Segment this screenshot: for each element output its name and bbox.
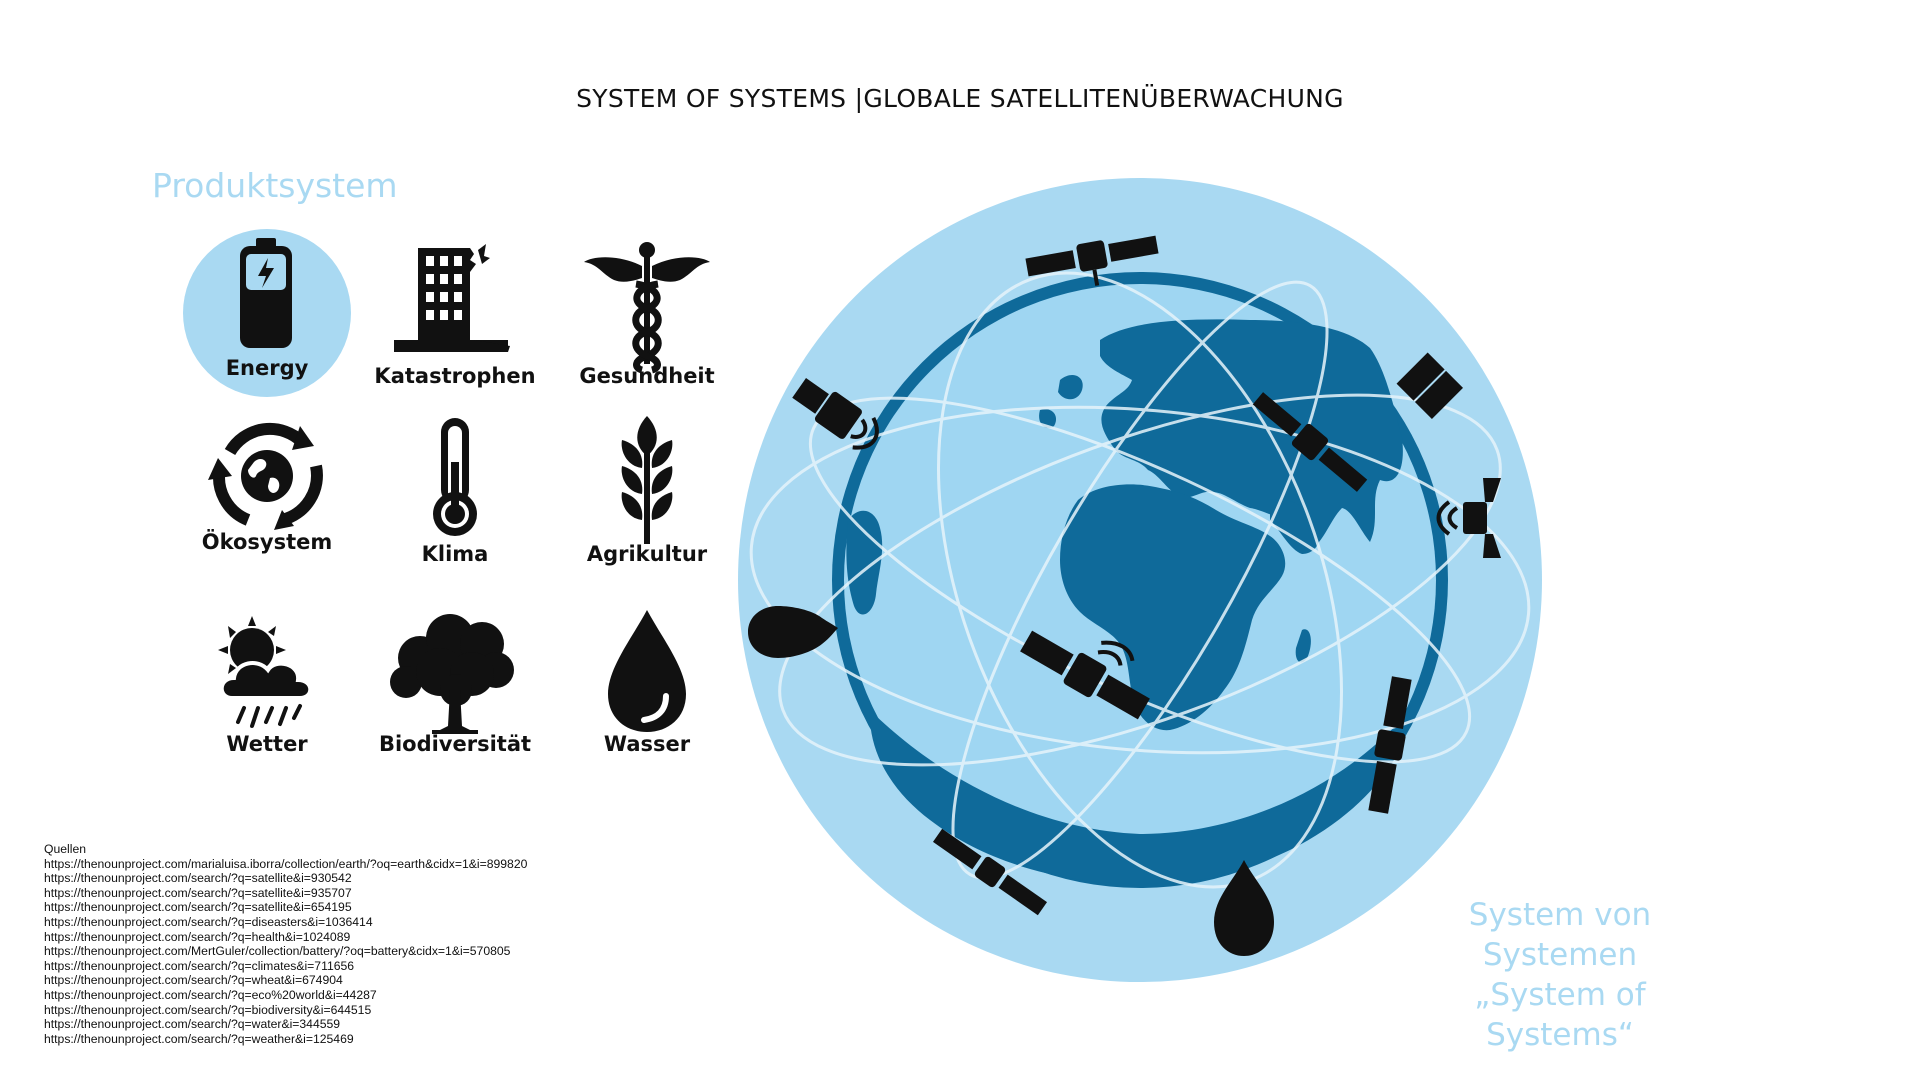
- tile-klima: Klima: [370, 406, 540, 576]
- source-line: https://thenounproject.com/search/?q=sat…: [44, 871, 352, 886]
- satellite-icon: [1025, 235, 1159, 286]
- earth-recycle-icon: [208, 422, 323, 530]
- wheat-icon: [621, 416, 673, 544]
- tile-oekosystem: Ökosystem: [182, 406, 352, 576]
- satellite-icon: [1396, 352, 1464, 420]
- source-line: https://thenounproject.com/search/?q=eco…: [44, 987, 377, 1002]
- satellite-icon: [792, 378, 879, 450]
- source-line: https://thenounproject.com/search/?q=sat…: [44, 885, 352, 900]
- satellite-icon: [932, 828, 1048, 916]
- tile-label-energy: Energy: [225, 356, 309, 380]
- source-line: https://thenounproject.com/search/?q=wat…: [44, 1017, 341, 1032]
- satellite-icon: [1368, 676, 1412, 814]
- tile-label-wasser: Wasser: [603, 732, 691, 756]
- source-line: https://thenounproject.com/search/?q=cli…: [44, 958, 355, 973]
- source-line: https://thenounproject.com/search/?q=hea…: [44, 929, 351, 944]
- tile-wetter: Wetter: [182, 598, 352, 768]
- sources-list: Quellen https://thenounproject.com/maria…: [44, 842, 664, 1046]
- source-line: https://thenounproject.com/search/?q=dis…: [44, 914, 373, 929]
- source-line: https://thenounproject.com/search/?q=whe…: [44, 973, 343, 988]
- tile-energy: Energy: [182, 228, 352, 398]
- tile-wasser: Wasser: [562, 598, 732, 768]
- source-line: https://thenounproject.com/search/?q=bio…: [44, 1002, 372, 1017]
- tile-gesundheit: Gesundheit: [562, 228, 732, 398]
- thermometer-icon: [433, 418, 477, 536]
- tile-label-gesundheit: Gesundheit: [579, 364, 715, 388]
- satellite-icon: [1020, 630, 1150, 720]
- tile-label-wetter: Wetter: [226, 732, 308, 756]
- tile-agrikultur: Agrikultur: [562, 406, 732, 576]
- tile-label-biodiversitaet: Biodiversität: [378, 732, 532, 756]
- satellite-icon: [1252, 392, 1368, 492]
- source-line: https://thenounproject.com/search/?q=sat…: [44, 900, 352, 915]
- page-title: SYSTEM OF SYSTEMS |GLOBALE SATELLITENÜBE…: [576, 84, 1344, 113]
- battery-icon: [183, 229, 351, 397]
- tree-icon: [390, 614, 514, 734]
- tile-biodiversitaet: Biodiversität: [370, 598, 540, 768]
- collapsing-building-icon: [394, 244, 510, 352]
- tile-label-katastrophen: Katastrophen: [374, 364, 536, 388]
- source-line: https://thenounproject.com/MertGuler/col…: [44, 944, 511, 959]
- tile-label-oekosystem: Ökosystem: [201, 530, 333, 554]
- data-drop-icon: [748, 606, 1274, 956]
- tile-label-klima: Klima: [421, 542, 489, 566]
- tile-katastrophen: Katastrophen: [370, 228, 540, 398]
- globe-diagram: [738, 178, 1542, 982]
- product-system-title: Produktsystem: [152, 166, 398, 205]
- sos-line-1: System von Systemen: [1468, 897, 1652, 973]
- tile-label-agrikultur: Agrikultur: [586, 542, 708, 566]
- caduceus-icon: [584, 242, 710, 374]
- sos-line-2: „System of Systems“: [1474, 977, 1646, 1053]
- system-of-systems-caption: System von Systemen „System of Systems“: [1410, 895, 1710, 1055]
- source-line: https://thenounproject.com/search/?q=wea…: [44, 1031, 354, 1046]
- sources-title: Quellen: [44, 842, 87, 856]
- source-line: https://thenounproject.com/marialuisa.ib…: [44, 856, 528, 871]
- water-drop-icon: [608, 610, 686, 732]
- sun-cloud-rain-icon: [218, 616, 313, 728]
- satellite-icon: [1436, 478, 1501, 558]
